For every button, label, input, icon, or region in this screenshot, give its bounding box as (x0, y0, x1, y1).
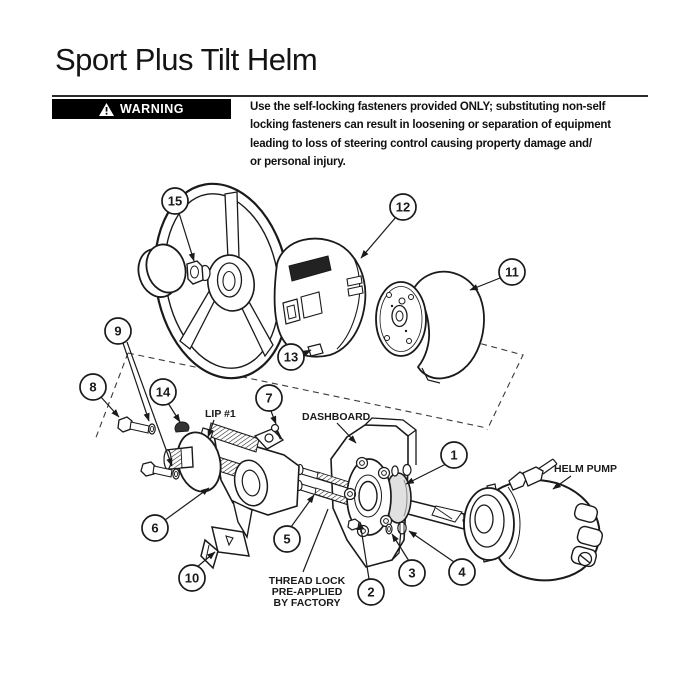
callout-6: 6 (141, 514, 169, 542)
callout-11: 11 (498, 258, 526, 286)
lip-cap (174, 421, 190, 433)
plate-washers-nuts (385, 463, 412, 535)
helm-pump (462, 458, 604, 582)
label-thread-lock: THREAD LOCK PRE-APPLIED BY FACTORY (269, 575, 346, 609)
warning-label: WARNING (120, 102, 184, 116)
helm-dome-cover (375, 270, 485, 384)
warning-triangle-icon (99, 102, 115, 116)
label-helm-pump: HELM PUMP (554, 463, 617, 475)
svg-text:7: 7 (265, 391, 272, 406)
callout-7: 7 (255, 384, 283, 412)
dashboard-plane-outline (94, 340, 524, 441)
svg-text:10: 10 (185, 571, 199, 586)
svg-text:12: 12 (396, 200, 410, 215)
callout-2: 2 (357, 578, 385, 606)
svg-text:14: 14 (156, 385, 171, 400)
header-rule (52, 95, 648, 97)
callout-15: 15 (161, 187, 189, 215)
pivot-screw (270, 423, 283, 440)
svg-text:5: 5 (283, 532, 290, 547)
svg-text:2: 2 (367, 585, 374, 600)
bezel-housing (273, 237, 367, 358)
callout-12: 12 (389, 193, 417, 221)
pump-front-flange (462, 483, 515, 563)
label-lip: LIP #1 (205, 408, 236, 420)
mounting-plate-group (343, 456, 412, 538)
steering-nut (186, 260, 211, 285)
steering-wheel (137, 182, 291, 380)
svg-text:11: 11 (505, 265, 519, 280)
svg-text:THREAD LOCK: THREAD LOCK (269, 575, 346, 587)
warning-line: or personal injury. (250, 156, 346, 169)
callout-3: 3 (398, 559, 426, 587)
hose-fitting (508, 458, 558, 491)
tilt-bolts-washers (117, 416, 190, 480)
svg-text:BY FACTORY: BY FACTORY (274, 597, 341, 609)
svg-text:1: 1 (450, 448, 457, 463)
callout-5: 5 (273, 525, 301, 553)
callout-14: 14 (149, 378, 177, 406)
svg-text:13: 13 (284, 350, 298, 365)
pump-ports (570, 503, 604, 568)
svg-text:PRE-APPLIED: PRE-APPLIED (272, 586, 343, 598)
page-title: Sport Plus Tilt Helm (55, 42, 318, 77)
svg-text:15: 15 (168, 194, 182, 209)
spinner-knob (137, 243, 187, 298)
tilt-mechanism (163, 422, 300, 539)
svg-text:3: 3 (408, 566, 415, 581)
svg-text:6: 6 (151, 521, 158, 536)
drive-shaft (407, 499, 465, 530)
diagram-labels: LIP #1 DASHBOARD HELM PUMP THREAD LOCK P… (205, 408, 617, 609)
warning-line: Use the self-locking fasteners provided … (250, 101, 606, 113)
warning-banner: WARNING (52, 99, 231, 119)
callout-9: 9 (104, 317, 132, 345)
callout-13: 13 (277, 343, 305, 371)
label-dashboard: DASHBOARD (302, 411, 371, 423)
callout-4: 4 (448, 558, 476, 586)
svg-text:9: 9 (114, 324, 121, 339)
leader-lines (99, 212, 572, 580)
warning-line: locking fasteners can result in loosenin… (250, 119, 611, 132)
helm-faceplate (375, 281, 427, 357)
svg-text:4: 4 (458, 565, 466, 580)
callout-1: 1 (440, 441, 468, 469)
warning-text: Use the self-locking fasteners provided … (250, 98, 650, 172)
callouts: 1 2 3 4 5 6 7 8 9 10 11 12 13 14 15 (79, 187, 526, 606)
release-lever (200, 526, 250, 570)
callout-8: 8 (79, 373, 107, 401)
callout-10: 10 (178, 564, 206, 592)
svg-text:8: 8 (89, 380, 96, 395)
warning-line: leading to loss of steering control caus… (250, 137, 592, 150)
